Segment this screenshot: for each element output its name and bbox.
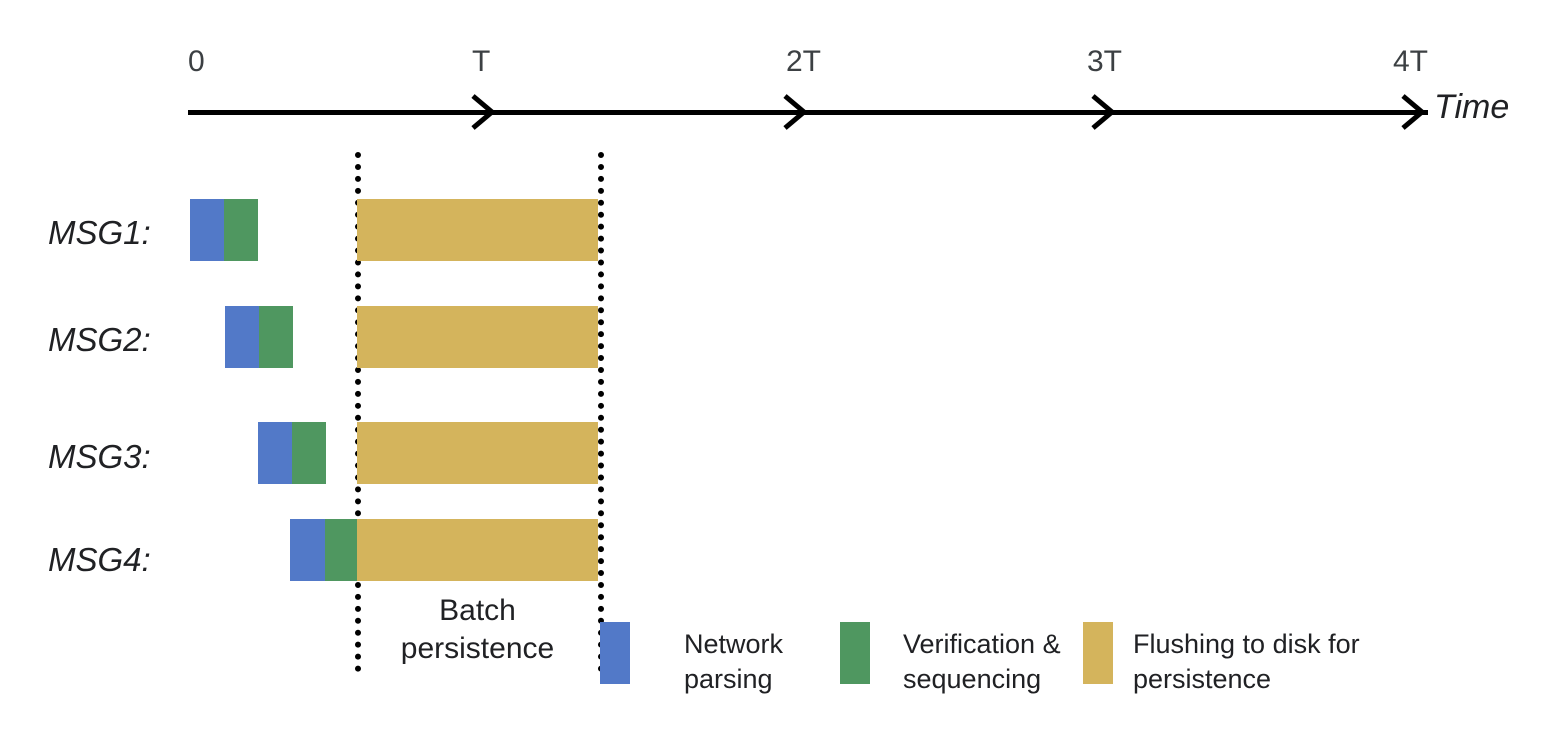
legend-label-network-parsing: Network parsing [684,629,784,695]
bar-segment-verification-msg3 [292,422,326,484]
message-row-label-2: MSG2: [48,321,151,358]
time-axis-label: Time [1434,88,1510,126]
message-row-label-3: MSG3: [48,438,151,475]
axis-tick-label-3: 3T [1087,45,1123,78]
legend-label-verification: Verification & sequencing [903,629,1061,695]
axis-arrowhead-0 [470,93,496,131]
message-row-label-1: MSG1: [48,214,151,251]
axis-arrowhead-2 [1090,93,1116,131]
bar-segment-network-parsing-msg3 [258,422,292,484]
bar-segment-flushing-msg4 [357,519,598,581]
batch-start-dotted-line [355,152,361,672]
bar-segment-flushing-msg2 [357,306,598,368]
legend-swatch-flushing [1083,622,1113,684]
bar-segment-verification-msg4 [325,519,357,581]
axis-tick-label-0: 0 [188,45,205,78]
legend-swatch-network-parsing [600,622,630,684]
bar-segment-flushing-msg1 [357,199,598,261]
bar-segment-network-parsing-msg4 [290,519,325,581]
axis-tick-label-2: 2T [786,45,822,78]
message-row-label-4: MSG4: [48,541,151,578]
bar-segment-network-parsing-msg2 [225,306,259,368]
legend-swatch-verification [840,622,870,684]
axis-arrowhead-3 [1400,93,1426,131]
axis-tick-label-1: T [472,45,491,78]
batch-end-dotted-line [598,152,604,672]
time-axis-line [188,110,1428,115]
bar-segment-verification-msg2 [259,306,293,368]
bar-segment-network-parsing-msg1 [190,199,224,261]
batch-persistence-caption: Batch persistence [400,594,555,666]
axis-tick-label-4: 4T [1393,45,1429,78]
legend-label-flushing: Flushing to disk for persistence [1133,629,1360,695]
bar-segment-flushing-msg3 [357,422,598,484]
axis-arrowhead-1 [782,93,808,131]
bar-segment-verification-msg1 [224,199,258,261]
